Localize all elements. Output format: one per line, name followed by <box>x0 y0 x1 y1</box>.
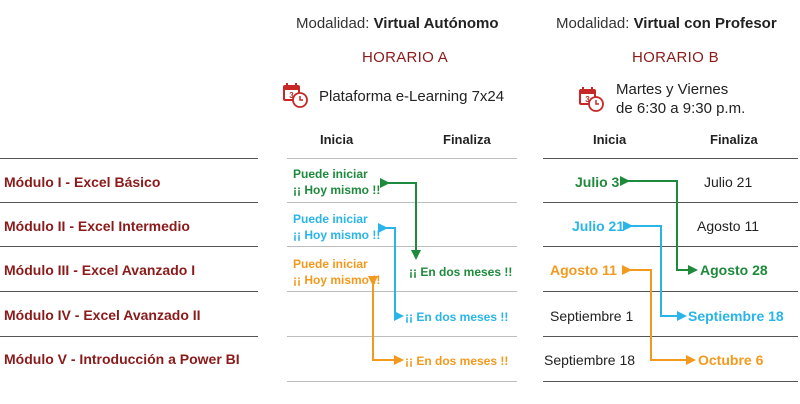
calendar-clock-icon: 3 <box>283 83 308 108</box>
row-divider-a <box>287 336 517 337</box>
row-divider-b <box>543 246 798 247</box>
horario-b-title: HORARIO B <box>632 49 719 66</box>
a-end-module-4: ¡¡ En dos meses !! <box>405 310 509 324</box>
a-start-module-1: Puede iniciar ¡¡ Hoy mismo !! <box>293 166 380 198</box>
col-head-inicia-b: Inicia <box>593 132 627 147</box>
col-head-inicia-a: Inicia <box>320 132 354 147</box>
b-end-module-2: Agosto 11 <box>697 218 760 234</box>
row-divider-b <box>543 291 798 292</box>
modality-a-value: Virtual Autónomo <box>373 15 499 32</box>
row-divider-a <box>287 158 517 159</box>
a-start-module-3: Puede iniciar ¡¡ Hoy mismo !! <box>293 256 380 288</box>
a-end-module-5: ¡¡ En dos meses !! <box>405 354 509 368</box>
row-divider-a <box>287 202 517 203</box>
a-start-line2: ¡¡ Hoy mismo !! <box>293 273 381 287</box>
row-divider <box>0 246 258 247</box>
module-3-label: Módulo III - Excel Avanzado I <box>4 262 196 278</box>
row-divider-b <box>543 158 798 159</box>
module-2-label: Módulo II - Excel Intermedio <box>4 218 190 234</box>
col-head-finaliza-a: Finaliza <box>443 132 491 147</box>
b-end-module-3: Agosto 28 <box>700 262 768 278</box>
horario-a-title: HORARIO A <box>362 49 449 66</box>
modality-a-prefix: Modalidad: <box>296 15 370 32</box>
row-divider-a <box>287 381 517 382</box>
row-divider <box>0 202 258 203</box>
module-4-label: Módulo IV - Excel Avanzado II <box>4 307 201 323</box>
calendar-clock-icon: 3 <box>579 87 604 112</box>
svg-text:3: 3 <box>289 91 294 100</box>
row-divider <box>0 158 258 159</box>
schedule-b: Martes y Viernes de 6:30 a 9:30 p.m. <box>616 80 745 118</box>
b-start-module-5: Septiembre 18 <box>544 352 636 368</box>
schedule-b-days: Martes y Viernes <box>616 81 729 98</box>
a-start-line1: Puede iniciar <box>293 212 368 226</box>
modality-b-prefix: Modalidad: <box>556 15 630 32</box>
b-end-module-1: Julio 21 <box>704 174 753 190</box>
platform-a: Plataforma e-Learning 7x24 <box>319 88 505 105</box>
arrow-a-orange <box>368 276 404 365</box>
row-divider-b <box>543 381 798 382</box>
a-start-module-2: Puede iniciar ¡¡ Hoy mismo !! <box>293 211 380 243</box>
arrow-b-green <box>620 176 698 275</box>
schedule-b-time: de 6:30 a 9:30 p.m. <box>616 100 746 117</box>
module-5-label: Módulo V - Introducción a Power BI <box>4 351 240 367</box>
a-start-line2: ¡¡ Hoy mismo !! <box>293 183 381 197</box>
modality-b: Modalidad: Virtual con Profesor <box>556 15 777 32</box>
svg-text:3: 3 <box>585 95 590 104</box>
a-end-module-3: ¡¡ En dos meses !! <box>409 265 513 279</box>
row-divider-b <box>543 336 798 337</box>
arrow-b-orange <box>622 265 696 365</box>
a-start-line2: ¡¡ Hoy mismo !! <box>293 228 381 242</box>
row-divider-a <box>287 246 517 247</box>
a-start-line1: Puede iniciar <box>293 257 368 271</box>
module-1-label: Módulo I - Excel Básico <box>4 174 161 190</box>
row-divider <box>0 336 258 337</box>
col-head-finaliza-b: Finaliza <box>710 132 758 147</box>
row-divider <box>0 291 258 292</box>
modality-a: Modalidad: Virtual Autónomo <box>296 15 499 32</box>
b-start-module-3: Agosto 11 <box>550 262 617 278</box>
arrow-b-blue <box>623 221 687 321</box>
arrow-a-blue <box>378 223 404 321</box>
a-start-line1: Puede iniciar <box>293 167 368 181</box>
row-divider-b <box>543 202 798 203</box>
modality-b-value: Virtual con Profesor <box>633 15 777 32</box>
row-divider-a <box>287 291 517 292</box>
b-end-module-4: Septiembre 18 <box>688 308 784 324</box>
b-start-module-2: Julio 21 <box>572 218 625 234</box>
b-end-module-5: Octubre 6 <box>698 352 764 368</box>
b-start-module-1: Julio 3 <box>575 174 620 190</box>
b-start-module-4: Septiembre 1 <box>550 308 634 324</box>
